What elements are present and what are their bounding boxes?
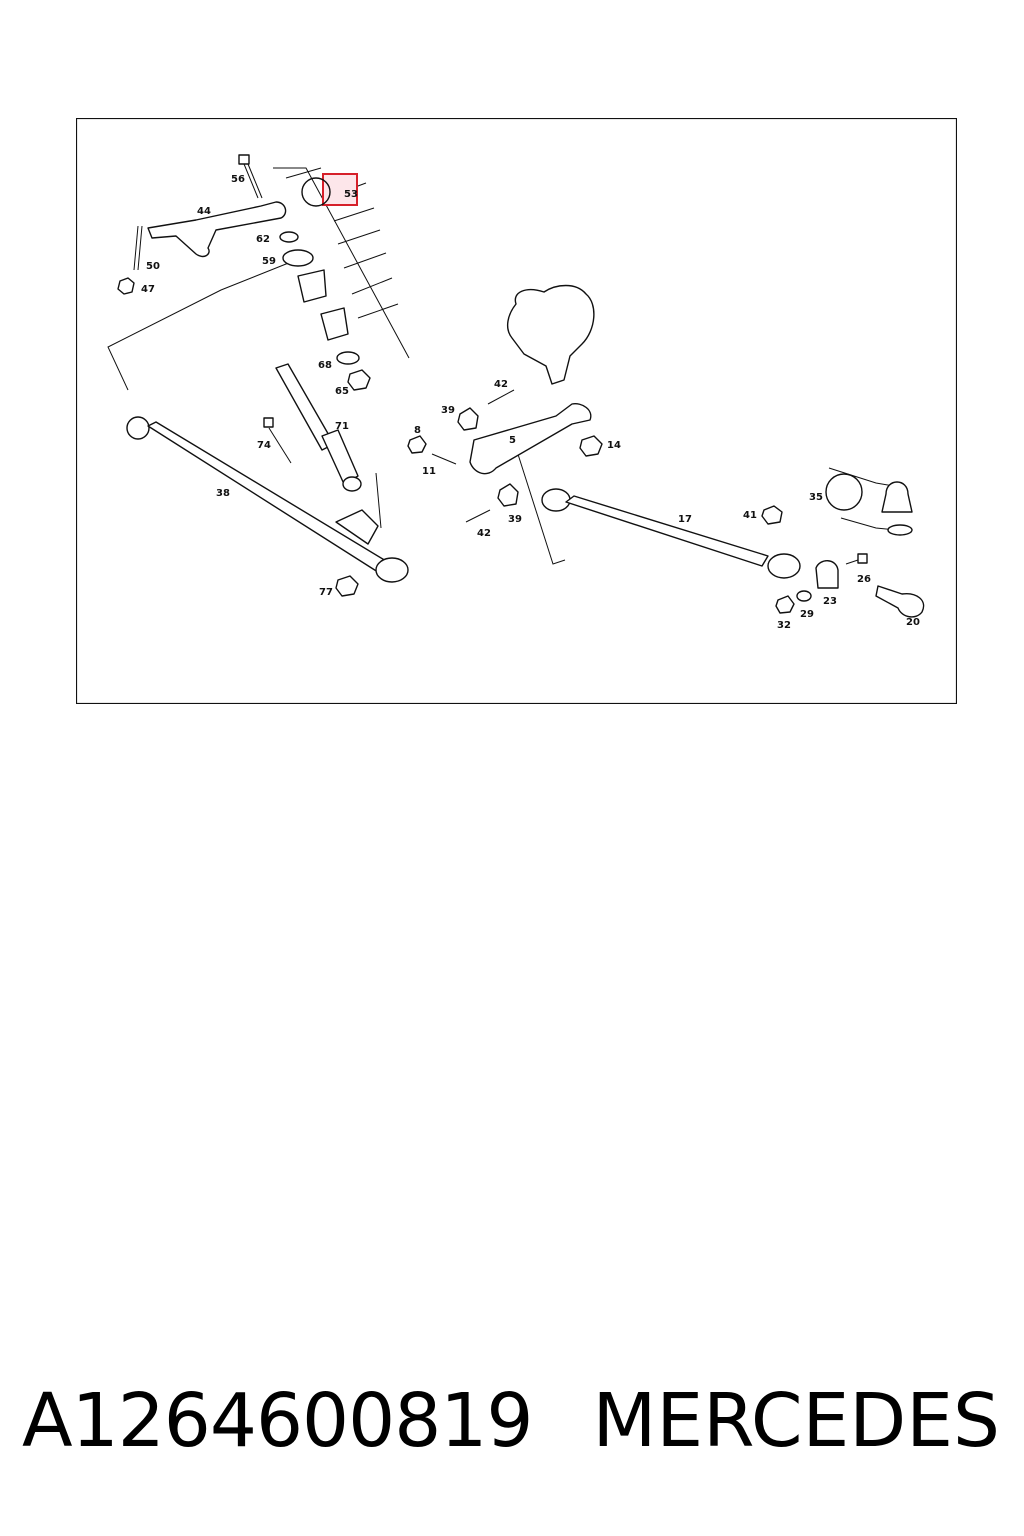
- callout-65: 65: [335, 386, 349, 397]
- callout-74: 74: [257, 440, 271, 451]
- washer-29: [796, 590, 812, 602]
- callout-35: 35: [809, 492, 823, 503]
- stud-50: [133, 225, 143, 271]
- idler-arm-44: [147, 201, 287, 258]
- tie-rod-17: [541, 488, 801, 579]
- cotter-pin-42a: [487, 389, 515, 405]
- bushing-lower: [320, 307, 349, 341]
- brand-name: MERCEDES: [592, 1378, 1000, 1464]
- nut-65: [347, 369, 371, 391]
- stud-11: [431, 453, 457, 465]
- bolt-74: [263, 417, 292, 464]
- steering-gearbox: [506, 284, 595, 385]
- nut-77: [335, 575, 359, 597]
- nut-47: [117, 277, 135, 295]
- callout-47: 47: [141, 284, 155, 295]
- castle-nut-39b: [497, 483, 519, 507]
- callout-59: 59: [262, 256, 276, 267]
- callout-17: 17: [678, 514, 692, 525]
- steering-damper-71: [275, 363, 362, 492]
- callout-53: 53: [344, 189, 358, 200]
- callout-11: 11: [422, 466, 436, 477]
- callout-42b: 42: [477, 528, 491, 539]
- callout-77: 77: [319, 587, 333, 598]
- bolt-56: [238, 154, 263, 199]
- footer: A1264600819 MERCEDES: [0, 1366, 1024, 1476]
- callout-29: 29: [800, 609, 814, 620]
- callout-68: 68: [318, 360, 332, 371]
- callout-39a: 39: [441, 405, 455, 416]
- nut-8: [407, 435, 427, 454]
- part-number: A1264600819: [22, 1378, 533, 1464]
- callout-41: 41: [743, 510, 757, 521]
- callout-5: 5: [509, 435, 516, 446]
- clip-35: [887, 524, 913, 536]
- callout-38: 38: [216, 488, 230, 499]
- callout-56: 56: [231, 174, 245, 185]
- bolt-26: [845, 553, 868, 565]
- washer-68: [336, 351, 360, 365]
- wrench-symbol-35: [825, 473, 863, 511]
- callout-32: 32: [777, 620, 791, 631]
- callout-14: 14: [607, 440, 621, 451]
- callout-44: 44: [197, 206, 211, 217]
- nut-41: [761, 505, 783, 525]
- tie-rod-end-20: [875, 585, 925, 618]
- cotter-pin-42b: [465, 509, 491, 523]
- callout-42a: 42: [494, 379, 508, 390]
- bushing-upper: [297, 269, 327, 303]
- callout-20: 20: [906, 617, 920, 628]
- bushing-59: [282, 249, 314, 267]
- nut-32: [775, 595, 795, 614]
- bushing-23: [815, 560, 839, 589]
- callout-labels: 56 53 44 62 59 50 47 68 65 71 74 38 77 4…: [141, 174, 920, 631]
- highlight-part-53[interactable]: [301, 173, 358, 207]
- callout-50: 50: [146, 261, 160, 272]
- callout-26: 26: [857, 574, 871, 585]
- washer-62: [279, 231, 299, 243]
- joint-35: [881, 481, 913, 513]
- callout-62: 62: [256, 234, 270, 245]
- castle-nut-39a: [457, 407, 479, 431]
- nut-14: [579, 435, 603, 457]
- callout-71: 71: [335, 421, 349, 432]
- callout-39b: 39: [508, 514, 522, 525]
- parts-diagram: 56 53 44 62 59 50 47 68 65 71 74 38 77 4…: [75, 117, 958, 705]
- callout-23: 23: [823, 596, 837, 607]
- pitman-arm-5: [469, 403, 592, 475]
- center-rod-38: [126, 416, 409, 583]
- callout-8: 8: [414, 425, 421, 436]
